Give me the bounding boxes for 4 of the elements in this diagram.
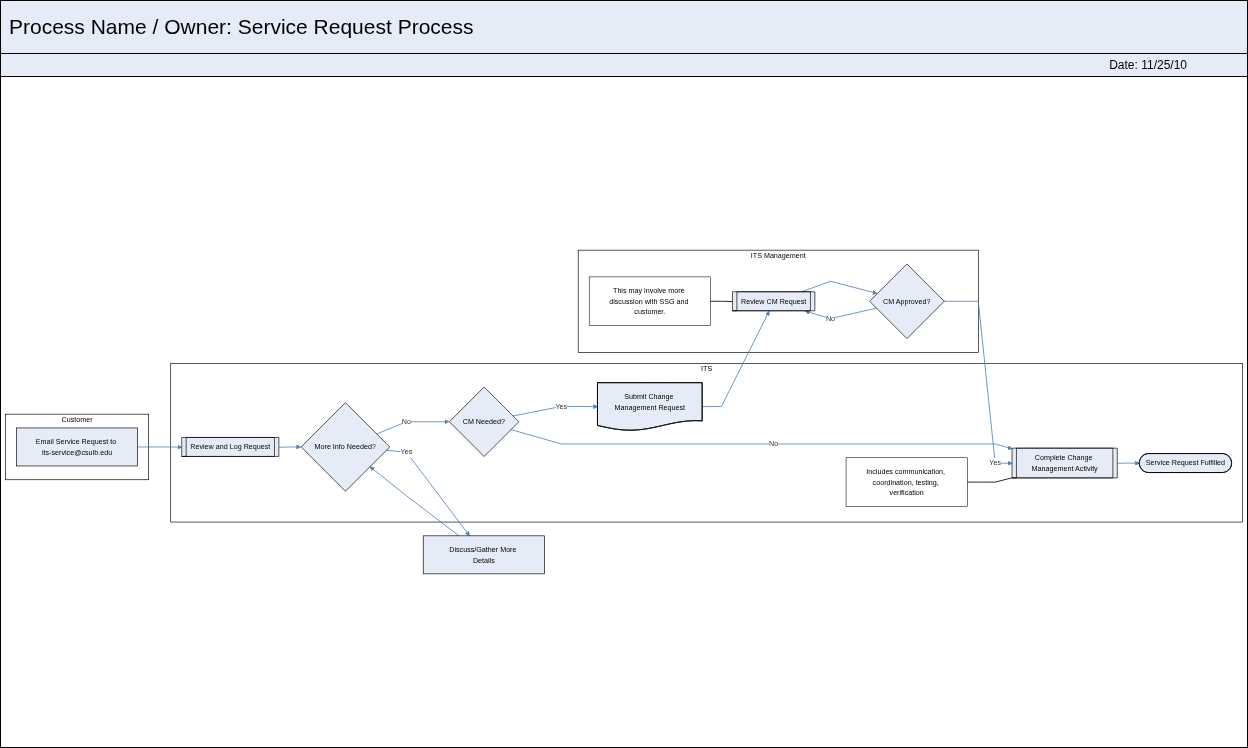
date-note: Date: 11/25/10 xyxy=(1109,58,1187,72)
diagram-title: Process Name / Owner: Service Request Process xyxy=(9,15,474,38)
connector xyxy=(966,477,1013,483)
connector xyxy=(710,300,734,302)
